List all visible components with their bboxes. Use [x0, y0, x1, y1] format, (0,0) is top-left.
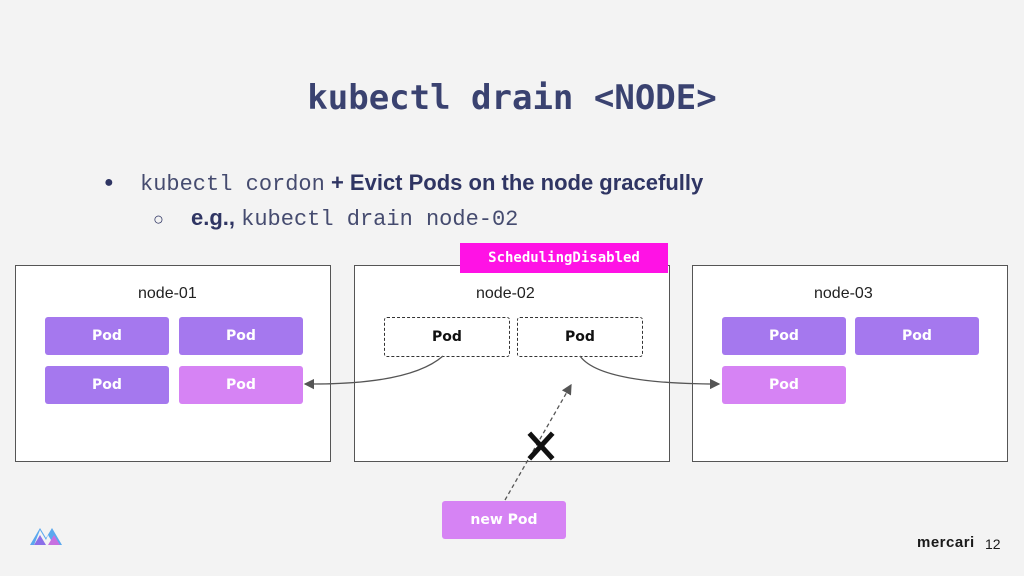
node-03-pod-3: Pod [722, 366, 846, 404]
node-02-pod-1: Pod [384, 317, 510, 357]
node-02-label: node-02 [476, 285, 535, 302]
bullet-2-text: e.g., [191, 205, 236, 230]
node-03-box: node-03 Pod Pod Pod [692, 265, 1008, 462]
new-pod: new Pod [442, 501, 566, 539]
slide-title: kubectl drain <NODE> [307, 78, 717, 118]
evict-arrow-to-node-01 [303, 355, 444, 390]
evict-arrow-to-node-03 [579, 355, 721, 390]
page-number: 12 [985, 536, 1001, 552]
scheduling-disabled-badge: SchedulingDisabled [460, 243, 668, 273]
node-01-pod-4: Pod [179, 366, 303, 404]
bullet-1-text: + Evict Pods on the node gracefully [330, 170, 704, 195]
node-01-box: node-01 Pod Pod Pod Pod [15, 265, 331, 462]
blocked-x-icon [527, 431, 555, 461]
node-03-pod-2: Pod [855, 317, 979, 355]
bullet-2: ○ e.g., kubectl drain node-02 [153, 205, 518, 232]
sub-bullet-circle-icon: ○ [153, 209, 164, 229]
node-01-pod-2: Pod [179, 317, 303, 355]
bullet-1: ● kubectl cordon + Evict Pods on the node… [104, 170, 703, 197]
node-03-label: node-03 [814, 285, 873, 302]
node-01-label: node-01 [138, 285, 197, 302]
brand-wordmark: mercari [917, 534, 975, 551]
mercari-logo-icon [30, 528, 62, 545]
bullet-1-code: kubectl cordon [140, 172, 325, 197]
bullet-2-code: kubectl drain node-02 [241, 207, 519, 232]
node-03-pod-1: Pod [722, 317, 846, 355]
node-01-pod-3: Pod [45, 366, 169, 404]
node-02-box: node-02 Pod Pod [354, 265, 670, 462]
bullet-dot-icon: ● [104, 174, 114, 191]
node-01-pod-1: Pod [45, 317, 169, 355]
